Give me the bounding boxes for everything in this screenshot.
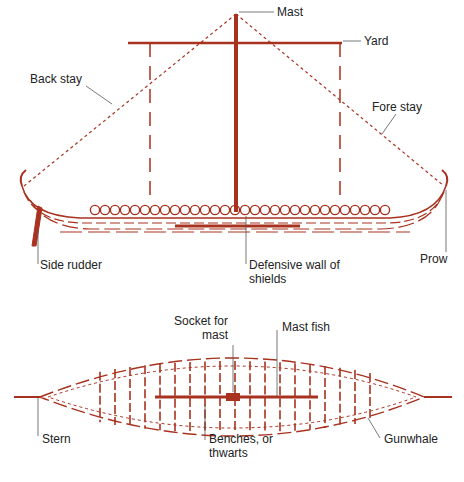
shield xyxy=(210,205,219,214)
shield xyxy=(250,205,259,214)
shield xyxy=(170,205,179,214)
inner-outline xyxy=(48,366,416,428)
shield xyxy=(190,205,199,214)
hull-line xyxy=(22,186,446,218)
sail-edge xyxy=(339,43,341,195)
side-rudder xyxy=(32,206,42,246)
shield xyxy=(270,205,279,214)
thwart xyxy=(369,373,371,421)
thwarts xyxy=(100,361,370,433)
part-label: Gunwhale xyxy=(384,432,438,446)
keel-end xyxy=(424,396,452,398)
leader-line xyxy=(246,216,247,264)
shield xyxy=(330,205,339,214)
shield xyxy=(280,205,289,214)
part-label: Benches, or thwarts xyxy=(209,432,287,460)
shield xyxy=(160,205,169,214)
leader-line xyxy=(205,404,206,440)
thwart xyxy=(114,369,116,425)
shield xyxy=(180,205,189,214)
shield xyxy=(350,205,359,214)
part-label: Back stay xyxy=(30,72,82,86)
thwart xyxy=(99,372,101,423)
stern-post xyxy=(21,170,26,186)
shield xyxy=(230,205,239,214)
part-label: Mast fish xyxy=(282,320,330,334)
part-label: Defensive wall of shields xyxy=(249,258,345,286)
shield xyxy=(140,205,149,214)
gunwhale-outline xyxy=(40,358,424,436)
shield xyxy=(240,205,249,214)
shield xyxy=(340,205,349,214)
leader-line xyxy=(277,330,278,396)
shield xyxy=(380,205,389,214)
keel-end xyxy=(14,396,40,398)
leader-line xyxy=(382,114,396,134)
shield xyxy=(90,205,99,214)
leader-lines xyxy=(38,12,446,440)
shield xyxy=(260,205,269,214)
leader-line xyxy=(38,230,39,264)
thwart xyxy=(144,365,146,429)
keel xyxy=(60,231,410,232)
shield xyxy=(200,205,209,214)
shield xyxy=(310,205,319,214)
hull-line xyxy=(30,200,440,229)
keel xyxy=(175,225,300,228)
thwart xyxy=(354,370,356,424)
shield xyxy=(110,205,119,214)
shield-row xyxy=(90,205,389,214)
part-label: Prow xyxy=(420,252,447,266)
leader-line xyxy=(38,398,39,436)
hull-line xyxy=(24,192,444,223)
shield xyxy=(360,205,369,214)
part-label: Mast xyxy=(277,5,303,19)
part-label: Fore stay xyxy=(372,100,422,114)
shield xyxy=(320,205,329,214)
leader-line xyxy=(446,190,447,252)
leader-line xyxy=(233,345,234,392)
shield xyxy=(370,205,379,214)
part-label: Stern xyxy=(42,432,71,446)
leader-line xyxy=(368,418,380,438)
leader-line xyxy=(239,12,274,13)
shield xyxy=(150,205,159,214)
back-stay xyxy=(24,14,236,186)
thwart xyxy=(324,366,326,428)
shield xyxy=(300,205,309,214)
shield xyxy=(290,205,299,214)
shield xyxy=(120,205,129,214)
leader-line xyxy=(343,41,361,42)
shield xyxy=(130,205,139,214)
shield xyxy=(100,205,109,214)
prow-post xyxy=(442,170,447,186)
mast xyxy=(234,14,238,212)
part-label: Side rudder xyxy=(40,258,102,272)
shield xyxy=(220,205,229,214)
part-label: Yard xyxy=(364,34,388,48)
part-label: Socket for mast xyxy=(170,314,228,342)
sail-edge xyxy=(149,43,151,195)
leader-line xyxy=(86,86,112,104)
thwart xyxy=(339,368,341,426)
thwart xyxy=(129,367,131,427)
mast-socket xyxy=(226,393,240,401)
